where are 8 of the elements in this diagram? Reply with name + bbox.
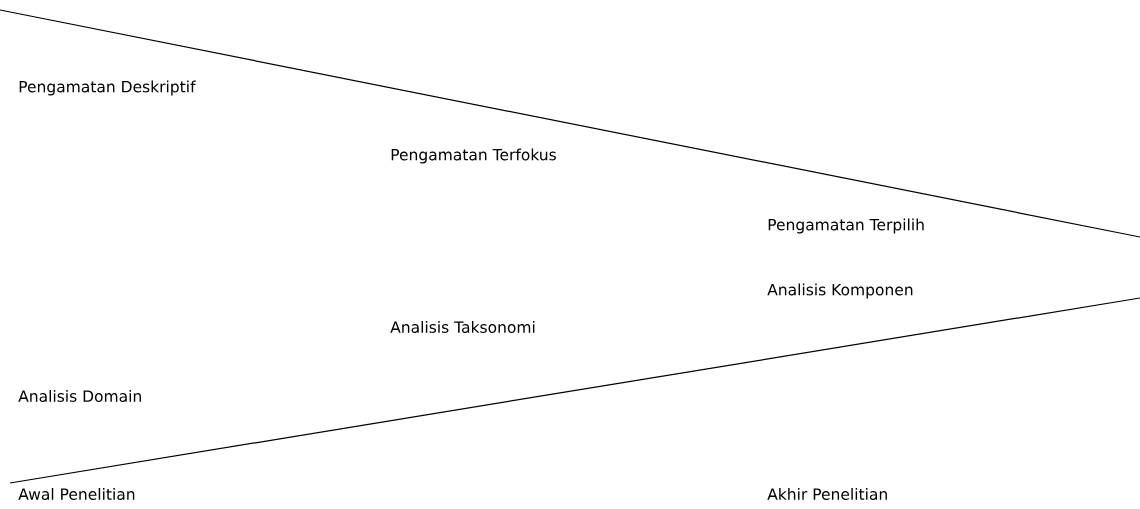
stage-label: Analisis Domain (18, 390, 141, 402)
stage-label: Analisis Taksonomi (390, 321, 535, 333)
stage-label: Pengamatan Deskriptif (19, 80, 196, 96)
stage-label: Akhir Penelitian (767, 488, 887, 500)
stage-label: Pengamatan Terpilih (768, 218, 924, 234)
stage-label: Pengamatan Terfokus (391, 148, 556, 164)
stage-label: Awal Penelitian (18, 488, 135, 500)
stage-label: Analisis Komponen (767, 283, 913, 299)
